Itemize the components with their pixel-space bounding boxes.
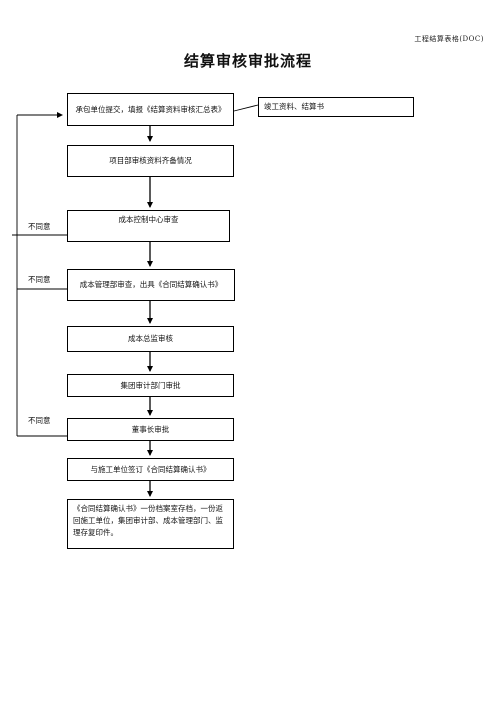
step-archive-distribution: 《合同结算确认书》一份档案室存档，一份返回施工单位，集团审计部、成本管理部门、监… bbox=[67, 499, 234, 549]
document-header: 工程结算表格(DOC) bbox=[414, 35, 484, 43]
step-contractor-submit: 承包单位提交，填报《结算资料审核汇总表》 bbox=[67, 93, 234, 126]
step-cost-director-audit: 成本总监审核 bbox=[67, 326, 234, 352]
reject-label-3: 不同意 bbox=[28, 416, 51, 425]
step-sign-confirmation: 与施工单位签订《合同结算确认书》 bbox=[67, 458, 234, 481]
step-cost-management-review: 成本管理部审查，出具《合同结算确认书》 bbox=[67, 269, 235, 301]
step-chairman-approval: 董事长审批 bbox=[67, 418, 234, 441]
page-title: 结算审核审批流程 bbox=[183, 52, 312, 70]
step-cost-control-review: 成本控制中心审查 bbox=[67, 210, 230, 242]
side-box-documents: 竣工资料、结算书 bbox=[258, 97, 414, 117]
side-connector bbox=[233, 104, 259, 112]
step-group-audit-approval: 集团审计部门审批 bbox=[67, 374, 234, 397]
step-project-review: 项目部审核资料齐备情况 bbox=[67, 145, 234, 177]
reject-label-1: 不同意 bbox=[28, 222, 51, 231]
reject-label-2: 不同意 bbox=[28, 275, 51, 284]
